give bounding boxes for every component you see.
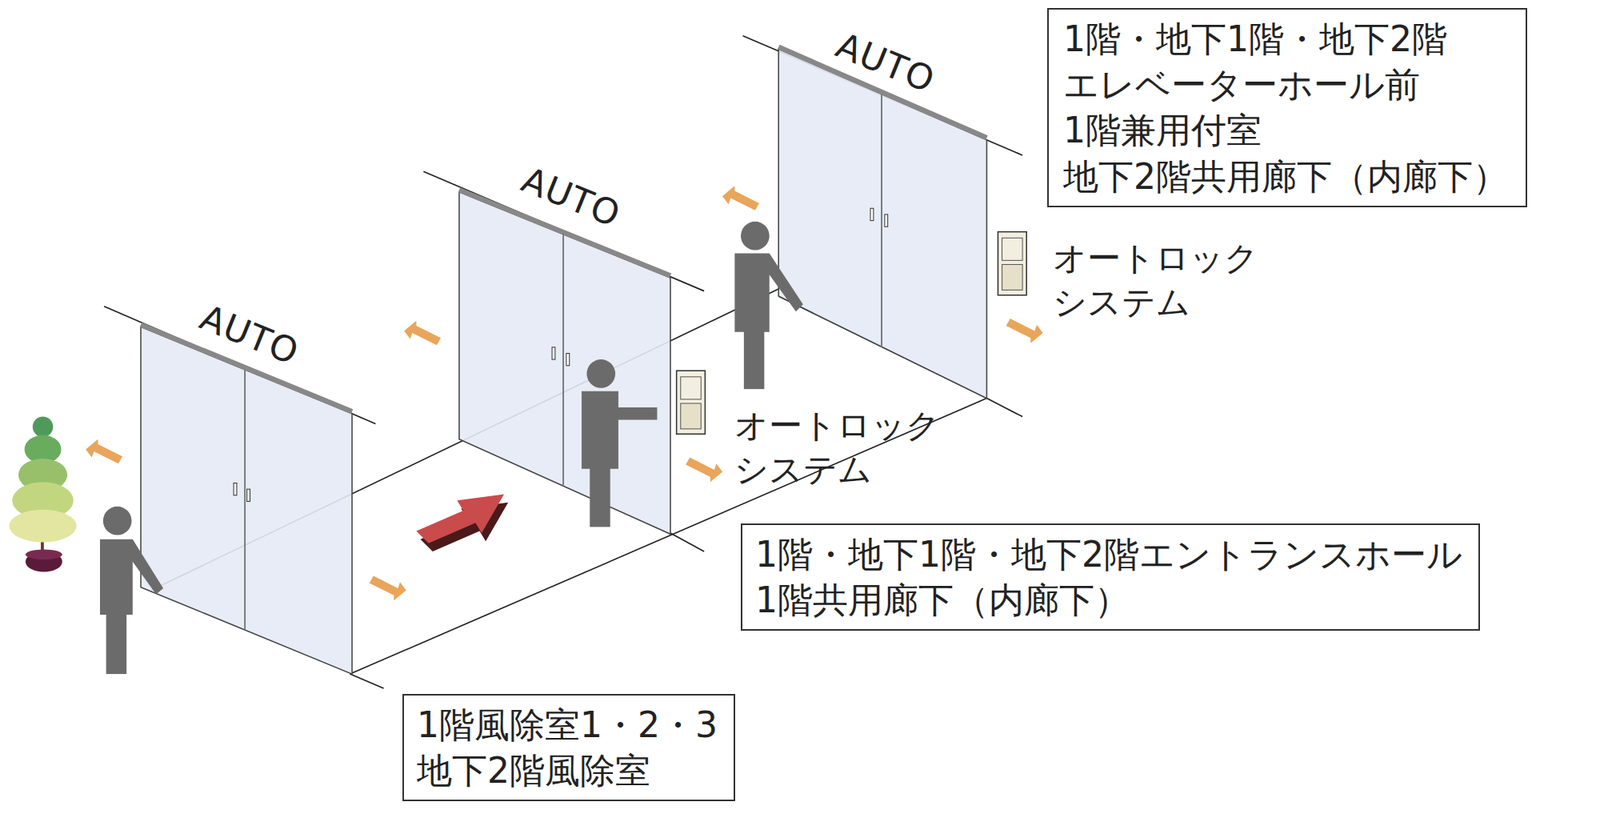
location-text: 1階風除室1・2・3 地下2階風除室 — [416, 701, 721, 793]
location-box: 1階・地下1階・地下2階 エレベーターホール前 1階兼用付室 地下2階共用廊下（… — [1047, 8, 1528, 208]
door-3 — [743, 36, 1023, 399]
device-label: オートロック システム — [1052, 236, 1262, 324]
keypads — [676, 232, 1027, 435]
location-box: 1階風除室1・2・3 地下2階風除室 — [402, 693, 736, 801]
person-figures — [100, 221, 804, 674]
location-text: 1階・地下1階・地下2階エントランスホール 1階共用廊下（内廊下） — [755, 531, 1466, 623]
plant — [8, 416, 76, 572]
main-arrow — [416, 494, 508, 552]
location-box: 1階・地下1階・地下2階エントランスホール 1階共用廊下（内廊下） — [740, 523, 1480, 631]
door-2 — [423, 171, 704, 534]
door-1 — [104, 306, 376, 674]
location-text: 1階・地下1階・地下2階 エレベーターホール前 1階兼用付室 地下2階共用廊下（… — [1063, 16, 1512, 200]
device-label: オートロック システム — [734, 404, 944, 492]
